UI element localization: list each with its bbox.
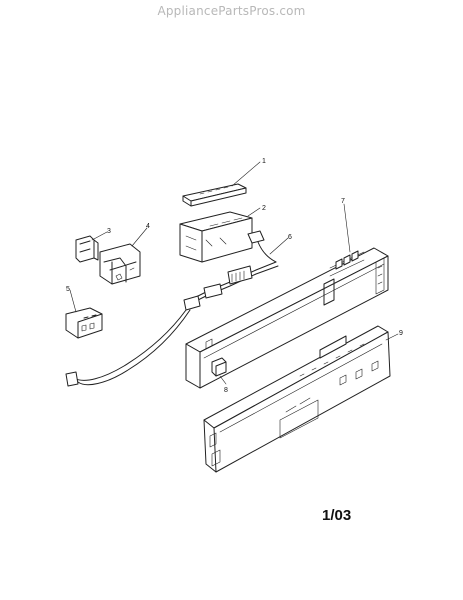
callout-9: 9 <box>399 330 403 337</box>
watermark-text: AppliancePartsPros.com <box>157 4 306 18</box>
part-3-clip[interactable] <box>75 235 99 263</box>
callout-5: 5 <box>66 286 70 293</box>
callout-leaders <box>69 161 399 385</box>
part-5-connector[interactable] <box>65 307 103 339</box>
callout-8: 8 <box>224 387 228 394</box>
part-6-wire-harness[interactable] <box>65 230 279 387</box>
revision-date: 1/03 <box>322 507 352 524</box>
callout-1: 1 <box>262 158 266 165</box>
part-2-control-module[interactable] <box>179 211 253 263</box>
part-1-strip[interactable] <box>182 183 247 207</box>
part-4-bracket[interactable] <box>99 243 141 285</box>
callout-4: 4 <box>146 223 150 230</box>
part-9-circuit-board[interactable] <box>203 325 391 473</box>
callout-3: 3 <box>107 228 111 235</box>
callout-2: 2 <box>262 205 266 212</box>
part-8-button[interactable] <box>211 357 227 377</box>
part-7-console-panel[interactable] <box>185 247 389 389</box>
callout-6: 6 <box>288 234 292 241</box>
callout-7: 7 <box>341 198 345 205</box>
